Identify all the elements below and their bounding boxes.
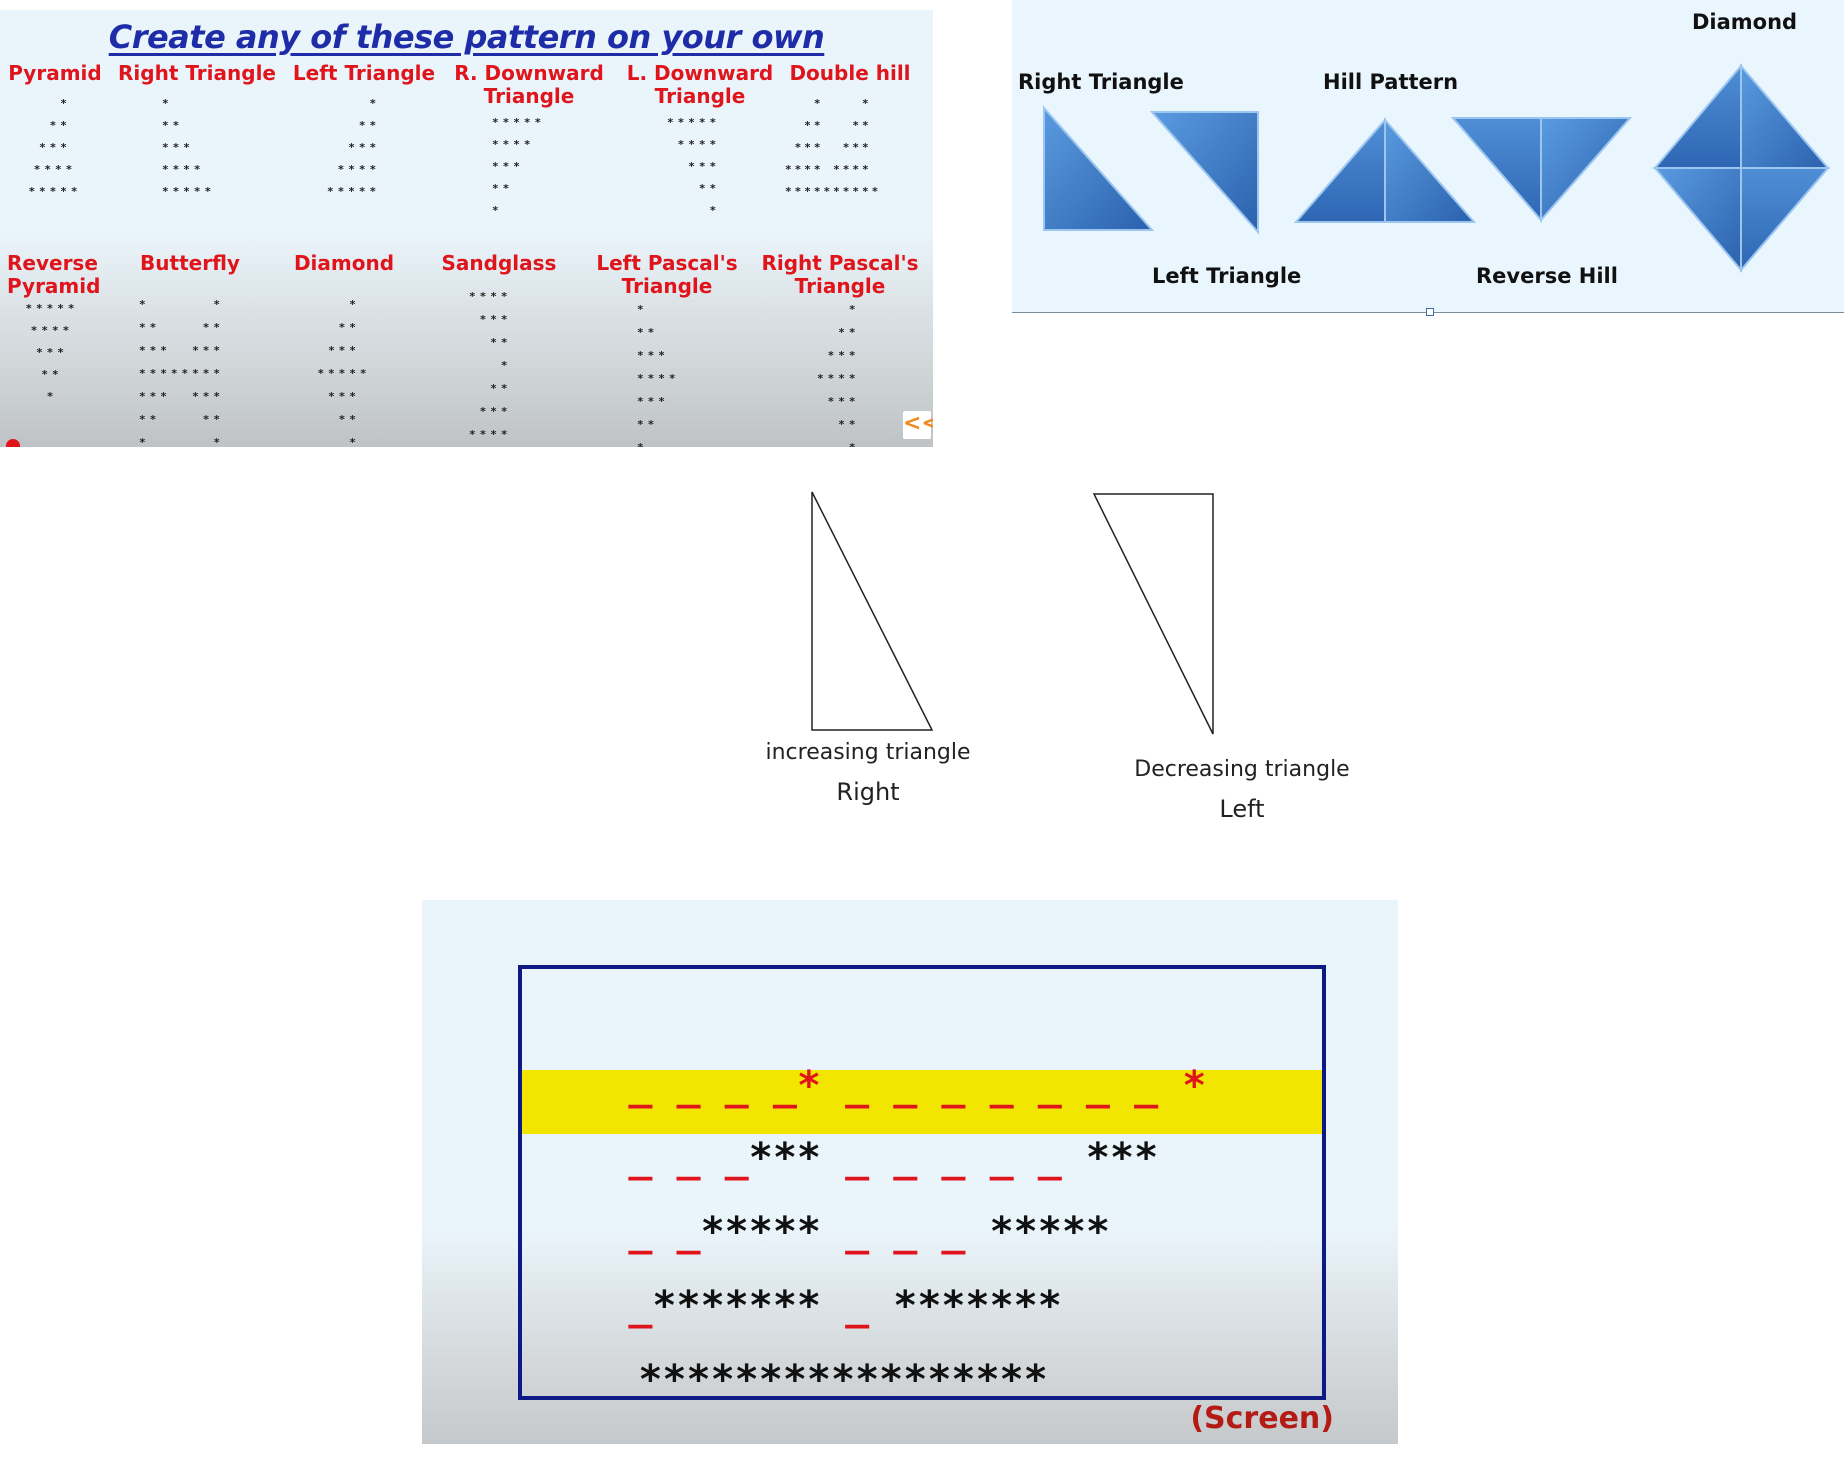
pattern-label: Right Triangle [118, 61, 276, 85]
pattern-stars: * ** *** **** *** ** * [637, 303, 680, 447]
reverse-hill-shape-left [1450, 117, 1542, 223]
pattern-label: Double hill [789, 61, 911, 85]
pattern-label: Left Triangle [292, 61, 436, 85]
pattern-diamond: Diamond * ** *** ***** *** ** * [259, 251, 429, 448]
hill-shape-left [1293, 117, 1386, 223]
pattern-label: L. Downward Triangle [626, 61, 774, 108]
pattern-stars: * ** *** **** ***** [327, 97, 381, 198]
star-row-2: _ _ _*** _ _ _ _ _ *** [532, 1074, 1158, 1242]
pattern-stars: **** *** ** * ** *** **** [469, 290, 512, 441]
right-triangle-shape [1043, 105, 1155, 231]
pattern-stars: * ** *** ***** *** ** * [317, 298, 371, 447]
stars: ***************** [638, 1357, 1048, 1403]
pattern-stars: * * ** ** *** *** ******** *** *** ** **… [139, 298, 224, 447]
stars: *** [748, 1135, 821, 1181]
pattern-stars: * * ** ** *** *** **** **** ********** [785, 97, 882, 198]
dash-spaces: _ [821, 1283, 894, 1329]
pattern-label: Butterfly [140, 251, 240, 275]
pattern-label: Sandglass [441, 251, 557, 275]
pattern-label: Reverse Pyramid [7, 251, 101, 298]
diamond-shape-tl [1652, 63, 1742, 169]
star-row-1: _ _ _ _* _ _ _ _ _ _ _ * [532, 1002, 1206, 1170]
shapes-drawing [1043, 63, 1831, 273]
dash-spaces: _ _ [628, 1209, 701, 1255]
stars: ******* [893, 1283, 1062, 1329]
right-triangle-label: Right Triangle [1018, 70, 1184, 94]
pattern-right-pascals-triangle: Right Pascal's Triangle * ** *** **** **… [755, 251, 925, 448]
record-dot-icon [6, 439, 20, 447]
reverse-hill-shape-right [1540, 117, 1633, 223]
increasing-triangle-shape [811, 491, 934, 731]
pattern-catalogue: Create any of these pattern on your own … [0, 10, 933, 447]
highlighted-row [522, 1070, 1322, 1134]
pattern-stars: ***** **** *** ** * [25, 302, 79, 403]
hill-shape-right [1384, 117, 1477, 223]
stars: * [1182, 1063, 1207, 1109]
screen-frame [518, 965, 1326, 1400]
diamond-shape-br [1740, 167, 1831, 273]
dash-spaces: _ _ _ _ _ _ _ [821, 1063, 1183, 1109]
diamond-shape-bl [1652, 167, 1742, 273]
pattern-left-pascals-triangle: Left Pascal's Triangle * ** *** **** ***… [582, 251, 752, 448]
pattern-stars: ***** **** *** ** * [492, 116, 546, 217]
dash-spaces: _ _ _ _ _ [821, 1135, 1086, 1181]
decreasing-triangle-caption: Decreasing triangle [1134, 757, 1350, 782]
outline-triangles-drawing [811, 491, 1214, 735]
stars: ***** [700, 1209, 821, 1255]
pattern-label: R. Downward Triangle [454, 61, 604, 108]
screen-label: (Screen) [1190, 1401, 1334, 1436]
screen-panel: _ _ _ _* _ _ _ _ _ _ _ * _ _ _*** _ _ _ … [422, 900, 1398, 1444]
pattern-reverse-pyramid: Reverse Pyramid ***** **** *** ** * [0, 252, 137, 408]
pattern-label: Pyramid [8, 61, 102, 85]
stars: * [796, 1063, 821, 1109]
increasing-triangle-side: Right [836, 778, 900, 806]
decreasing-triangle-side: Left [1219, 795, 1265, 823]
left-triangle-label: Left Triangle [1152, 264, 1302, 288]
pattern-l-downward-triangle: L. Downward Triangle ***** **** *** ** * [615, 62, 785, 222]
pattern-stars: * ** *** **** ***** [162, 97, 216, 198]
pattern-pyramid: Pyramid * ** *** **** ***** [0, 62, 140, 203]
pattern-stars: * ** *** **** *** ** * [817, 303, 860, 447]
outline-triangles: increasing triangle Right Decreasing tri… [740, 480, 1360, 840]
hill-pattern-label: Hill Pattern [1323, 70, 1459, 94]
stars: *** [1085, 1135, 1159, 1181]
decreasing-triangle-shape [1092, 493, 1214, 735]
pattern-left-triangle: Left Triangle * ** *** **** ***** [279, 62, 449, 203]
star-row-5: ***************** [542, 1296, 1048, 1464]
dash-spaces: _ _ _ [821, 1209, 990, 1255]
stars: ***** [989, 1209, 1110, 1255]
pattern-label: Diamond [293, 251, 395, 275]
pattern-butterfly: Butterfly * * ** ** *** *** ******** ***… [105, 251, 275, 448]
dash-spaces: _ _ _ _ [628, 1063, 797, 1109]
shapes-panel: Right Triangle Hill Pattern Diamond Left… [1012, 0, 1844, 316]
star-row-3: _ _***** _ _ _ ***** [532, 1148, 1110, 1316]
diamond-shape-tr [1740, 63, 1831, 169]
double-chevron-icon[interactable]: << [903, 411, 933, 439]
left-triangle-shape [1149, 111, 1259, 235]
increasing-triangle-caption: increasing triangle [765, 740, 971, 765]
pattern-sandglass: Sandglass **** *** ** * ** *** **** [414, 252, 584, 446]
stars: ******* [652, 1283, 821, 1329]
pattern-stars: ***** **** *** ** * [667, 116, 721, 217]
pattern-stars: * ** *** **** ***** [28, 97, 82, 198]
catalogue-title: Create any of these pattern on your own [108, 18, 825, 56]
pattern-r-downward-triangle: R. Downward Triangle ***** **** *** ** * [444, 62, 614, 222]
pattern-label: Right Pascal's Triangle [761, 251, 919, 298]
resize-handle[interactable] [1426, 308, 1434, 316]
star-row-4: _******* _ ******* [532, 1222, 1062, 1390]
reverse-hill-label: Reverse Hill [1476, 264, 1618, 288]
dash-spaces: _ [628, 1283, 653, 1329]
pattern-label: Left Pascal's Triangle [596, 251, 738, 298]
pattern-right-triangle: Right Triangle * ** *** **** ***** [112, 62, 282, 203]
pattern-double-hill: Double hill * * ** ** *** *** **** **** … [767, 62, 933, 203]
dash-spaces: _ _ _ [628, 1135, 749, 1181]
diamond-label: Diamond [1692, 10, 1798, 34]
